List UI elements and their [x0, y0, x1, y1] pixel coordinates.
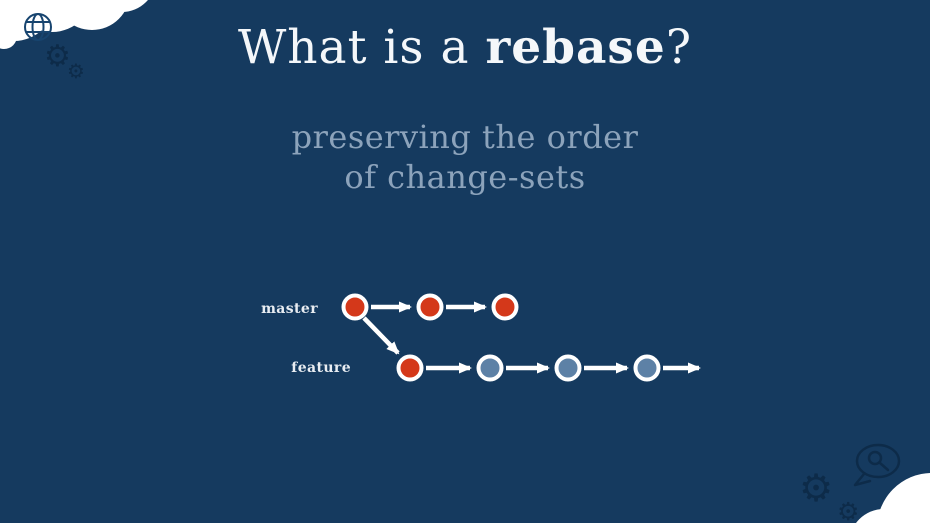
- globe-icon: [24, 13, 52, 41]
- title-keyword: rebase: [485, 20, 666, 75]
- title-suffix: ?: [665, 20, 693, 75]
- title-prefix: What is a: [237, 20, 486, 75]
- commit-node-red: [396, 354, 424, 382]
- slide-subtitle: preserving the order of change-sets: [0, 117, 930, 197]
- commit-node-red: [491, 293, 519, 321]
- gear-icon: ⚙: [837, 497, 860, 523]
- commit-node-blue: [633, 354, 661, 382]
- gear-icon: ⚙: [44, 39, 71, 74]
- commit-node-blue: [554, 354, 582, 382]
- commit-node-red: [416, 293, 444, 321]
- cloud-top-left-icon: [0, 0, 148, 49]
- commit-node-blue: [476, 354, 504, 382]
- subtitle-line-2: of change-sets: [344, 158, 586, 196]
- slide-title: What is a rebase?: [0, 20, 930, 75]
- commit-node-red: [341, 293, 369, 321]
- speech-bubble-icon: [853, 443, 901, 487]
- cloud-bottom-right-icon: [856, 473, 930, 523]
- subtitle-line-1: preserving the order: [291, 118, 639, 156]
- gear-icon: ⚙: [799, 466, 834, 510]
- gear-icon: ⚙: [67, 59, 85, 83]
- branch-label-feature: feature: [291, 360, 351, 376]
- branch-label-master: master: [261, 301, 318, 317]
